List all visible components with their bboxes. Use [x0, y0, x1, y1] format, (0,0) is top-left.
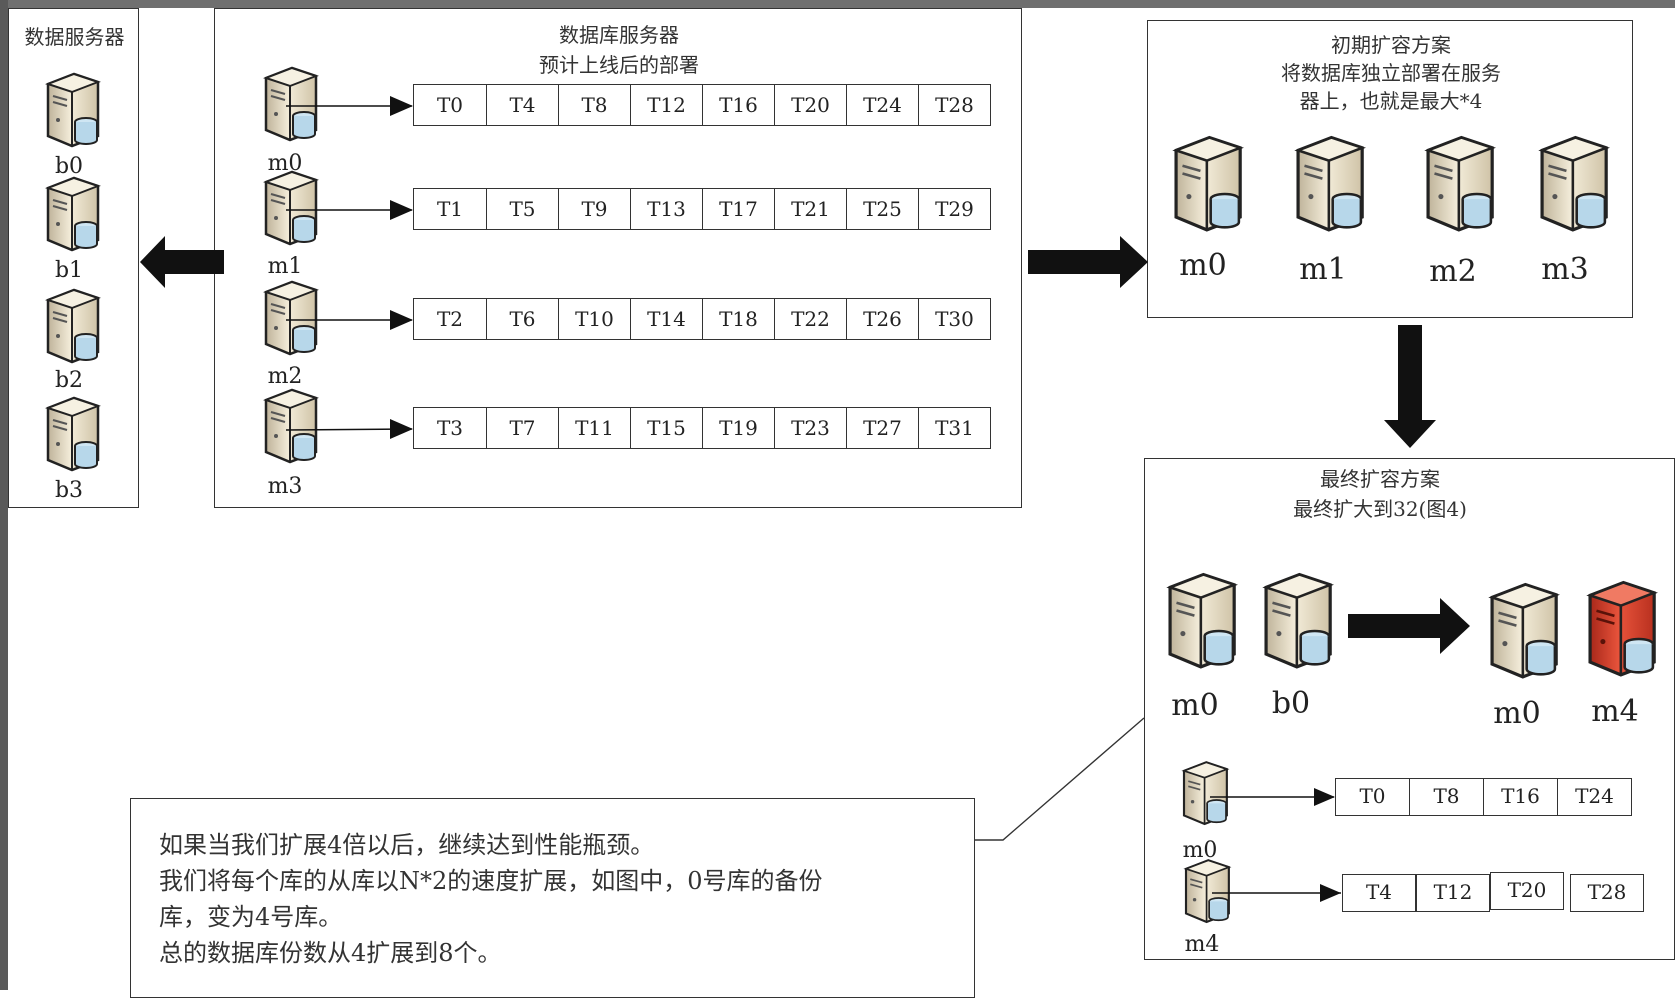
table-cell: T0: [1335, 778, 1410, 816]
database-server-title-line1: 数据库服务器: [559, 23, 679, 47]
table-cell: T28: [1570, 874, 1644, 912]
table-cell: T20: [1490, 872, 1564, 910]
table-cell: T18: [702, 299, 774, 339]
table-row-m2: T2 T6 T10 T14 T18 T22 T26 T30: [413, 298, 991, 340]
table-cell: T29: [918, 189, 990, 229]
table-cell: T14: [630, 299, 702, 339]
note-line-2: 我们将每个库的从库以N*2的速度扩展，如图中，0号库的备份: [159, 867, 823, 895]
final-label-before-m0: m0: [1171, 688, 1219, 723]
server-label-b2: b2: [54, 368, 84, 393]
window-frame-top: [0, 0, 1675, 8]
table-cell: T16: [1483, 778, 1558, 816]
table-cell: T13: [630, 189, 702, 229]
table-cell: T20: [774, 85, 846, 125]
final-plan-title-line2: 最终扩大到32(图4): [1293, 497, 1467, 521]
table-cell: T0: [436, 93, 464, 117]
table-cell: T16: [702, 85, 774, 125]
final-row2-server-label: m4: [1184, 932, 1220, 957]
final-label-before-b0: b0: [1271, 686, 1311, 721]
note-line-1: 如果当我们扩展4倍以后，继续达到性能瓶颈。: [159, 831, 655, 859]
table-cell: T12: [630, 85, 702, 125]
table-cell: T10: [558, 299, 630, 339]
server-label-m2: m2: [267, 364, 303, 389]
final-label-after-m4: m4: [1591, 694, 1639, 729]
table-cell: T2: [436, 307, 464, 331]
table-cell: T21: [774, 189, 846, 229]
initial-label-m3: m3: [1541, 252, 1589, 287]
explanation-note: 如果当我们扩展4倍以后，继续达到性能瓶颈。 我们将每个库的从库以N*2的速度扩展…: [130, 798, 975, 998]
table-cell: T30: [918, 299, 990, 339]
arrowhead-icon: [390, 200, 413, 220]
arrowhead-icon: [390, 419, 413, 439]
server-label-m3: m3: [267, 474, 303, 499]
table-cell: T19: [702, 408, 774, 448]
table-cell: T5: [486, 189, 558, 229]
table-cell: T1: [436, 197, 464, 221]
arrowhead-icon: [390, 310, 413, 330]
callout-line: [975, 717, 1145, 841]
initial-label-m2: m2: [1429, 254, 1477, 289]
big-right-arrow: [1028, 236, 1148, 288]
server-label-m1: m1: [267, 254, 303, 279]
final-row1-server-label: m0: [1182, 838, 1218, 863]
database-server-panel: 数据库服务器 预计上线后的部署: [214, 8, 1022, 508]
data-server-panel-title: 数据服务器: [24, 25, 125, 49]
table-row-m0: T0 T4 T8 T12 T16 T20 T24 T28: [413, 84, 991, 126]
initial-label-m0: m0: [1179, 248, 1227, 283]
database-server-title-line2: 预计上线后的部署: [539, 53, 699, 77]
server-label-m0: m0: [267, 151, 303, 176]
initial-plan-title-line3: 器上，也就是最大*4: [1299, 89, 1483, 113]
table-row-m3: T3 T7 T11 T15 T19 T23 T27 T31: [413, 407, 991, 449]
note-line-3: 库，变为4号库。: [159, 903, 343, 931]
big-left-arrow: [140, 236, 224, 288]
initial-plan-title-line1: 初期扩容方案: [1331, 33, 1451, 57]
table-cell: T3: [436, 416, 464, 440]
table-cell: T6: [486, 299, 558, 339]
table-cell: T15: [630, 408, 702, 448]
server-label-b0: b0: [54, 154, 84, 179]
table-cell: T7: [486, 408, 558, 448]
table-cell: T31: [918, 408, 990, 448]
table-row-m1: T1 T5 T9 T13 T17 T21 T25 T29: [413, 188, 991, 230]
initial-label-m1: m1: [1299, 252, 1347, 287]
table-cell: T4: [486, 85, 558, 125]
table-cell: T24: [846, 85, 918, 125]
table-cell: T23: [774, 408, 846, 448]
arrowhead-icon: [1320, 884, 1341, 902]
table-cell: T8: [1409, 778, 1484, 816]
table-cell: T24: [1557, 778, 1632, 816]
table-cell: T25: [846, 189, 918, 229]
table-cell: T28: [918, 85, 990, 125]
server-label-b3: b3: [54, 478, 84, 503]
table-cell: T9: [558, 189, 630, 229]
arrowhead-icon: [1314, 788, 1335, 806]
table-cell: T4: [1342, 874, 1416, 912]
table-cell: T8: [558, 85, 630, 125]
table-cell: T27: [846, 408, 918, 448]
table-cell: T26: [846, 299, 918, 339]
server-label-b1: b1: [54, 258, 84, 283]
initial-plan-title-line2: 将数据库独立部署在服务: [1281, 61, 1501, 85]
final-label-after-m0: m0: [1493, 696, 1541, 731]
table-cell: T11: [558, 408, 630, 448]
final-plan-title-line1: 最终扩容方案: [1320, 467, 1440, 491]
table-cell: T17: [702, 189, 774, 229]
arrowhead-icon: [390, 96, 413, 116]
window-frame-left: [0, 0, 8, 990]
final-plan-arrow: [1348, 598, 1470, 654]
table-cell: T22: [774, 299, 846, 339]
note-line-4: 总的数据库份数从4扩展到8个。: [159, 939, 502, 967]
big-down-arrow: [1384, 325, 1436, 448]
table-cell: T12: [1416, 874, 1490, 912]
